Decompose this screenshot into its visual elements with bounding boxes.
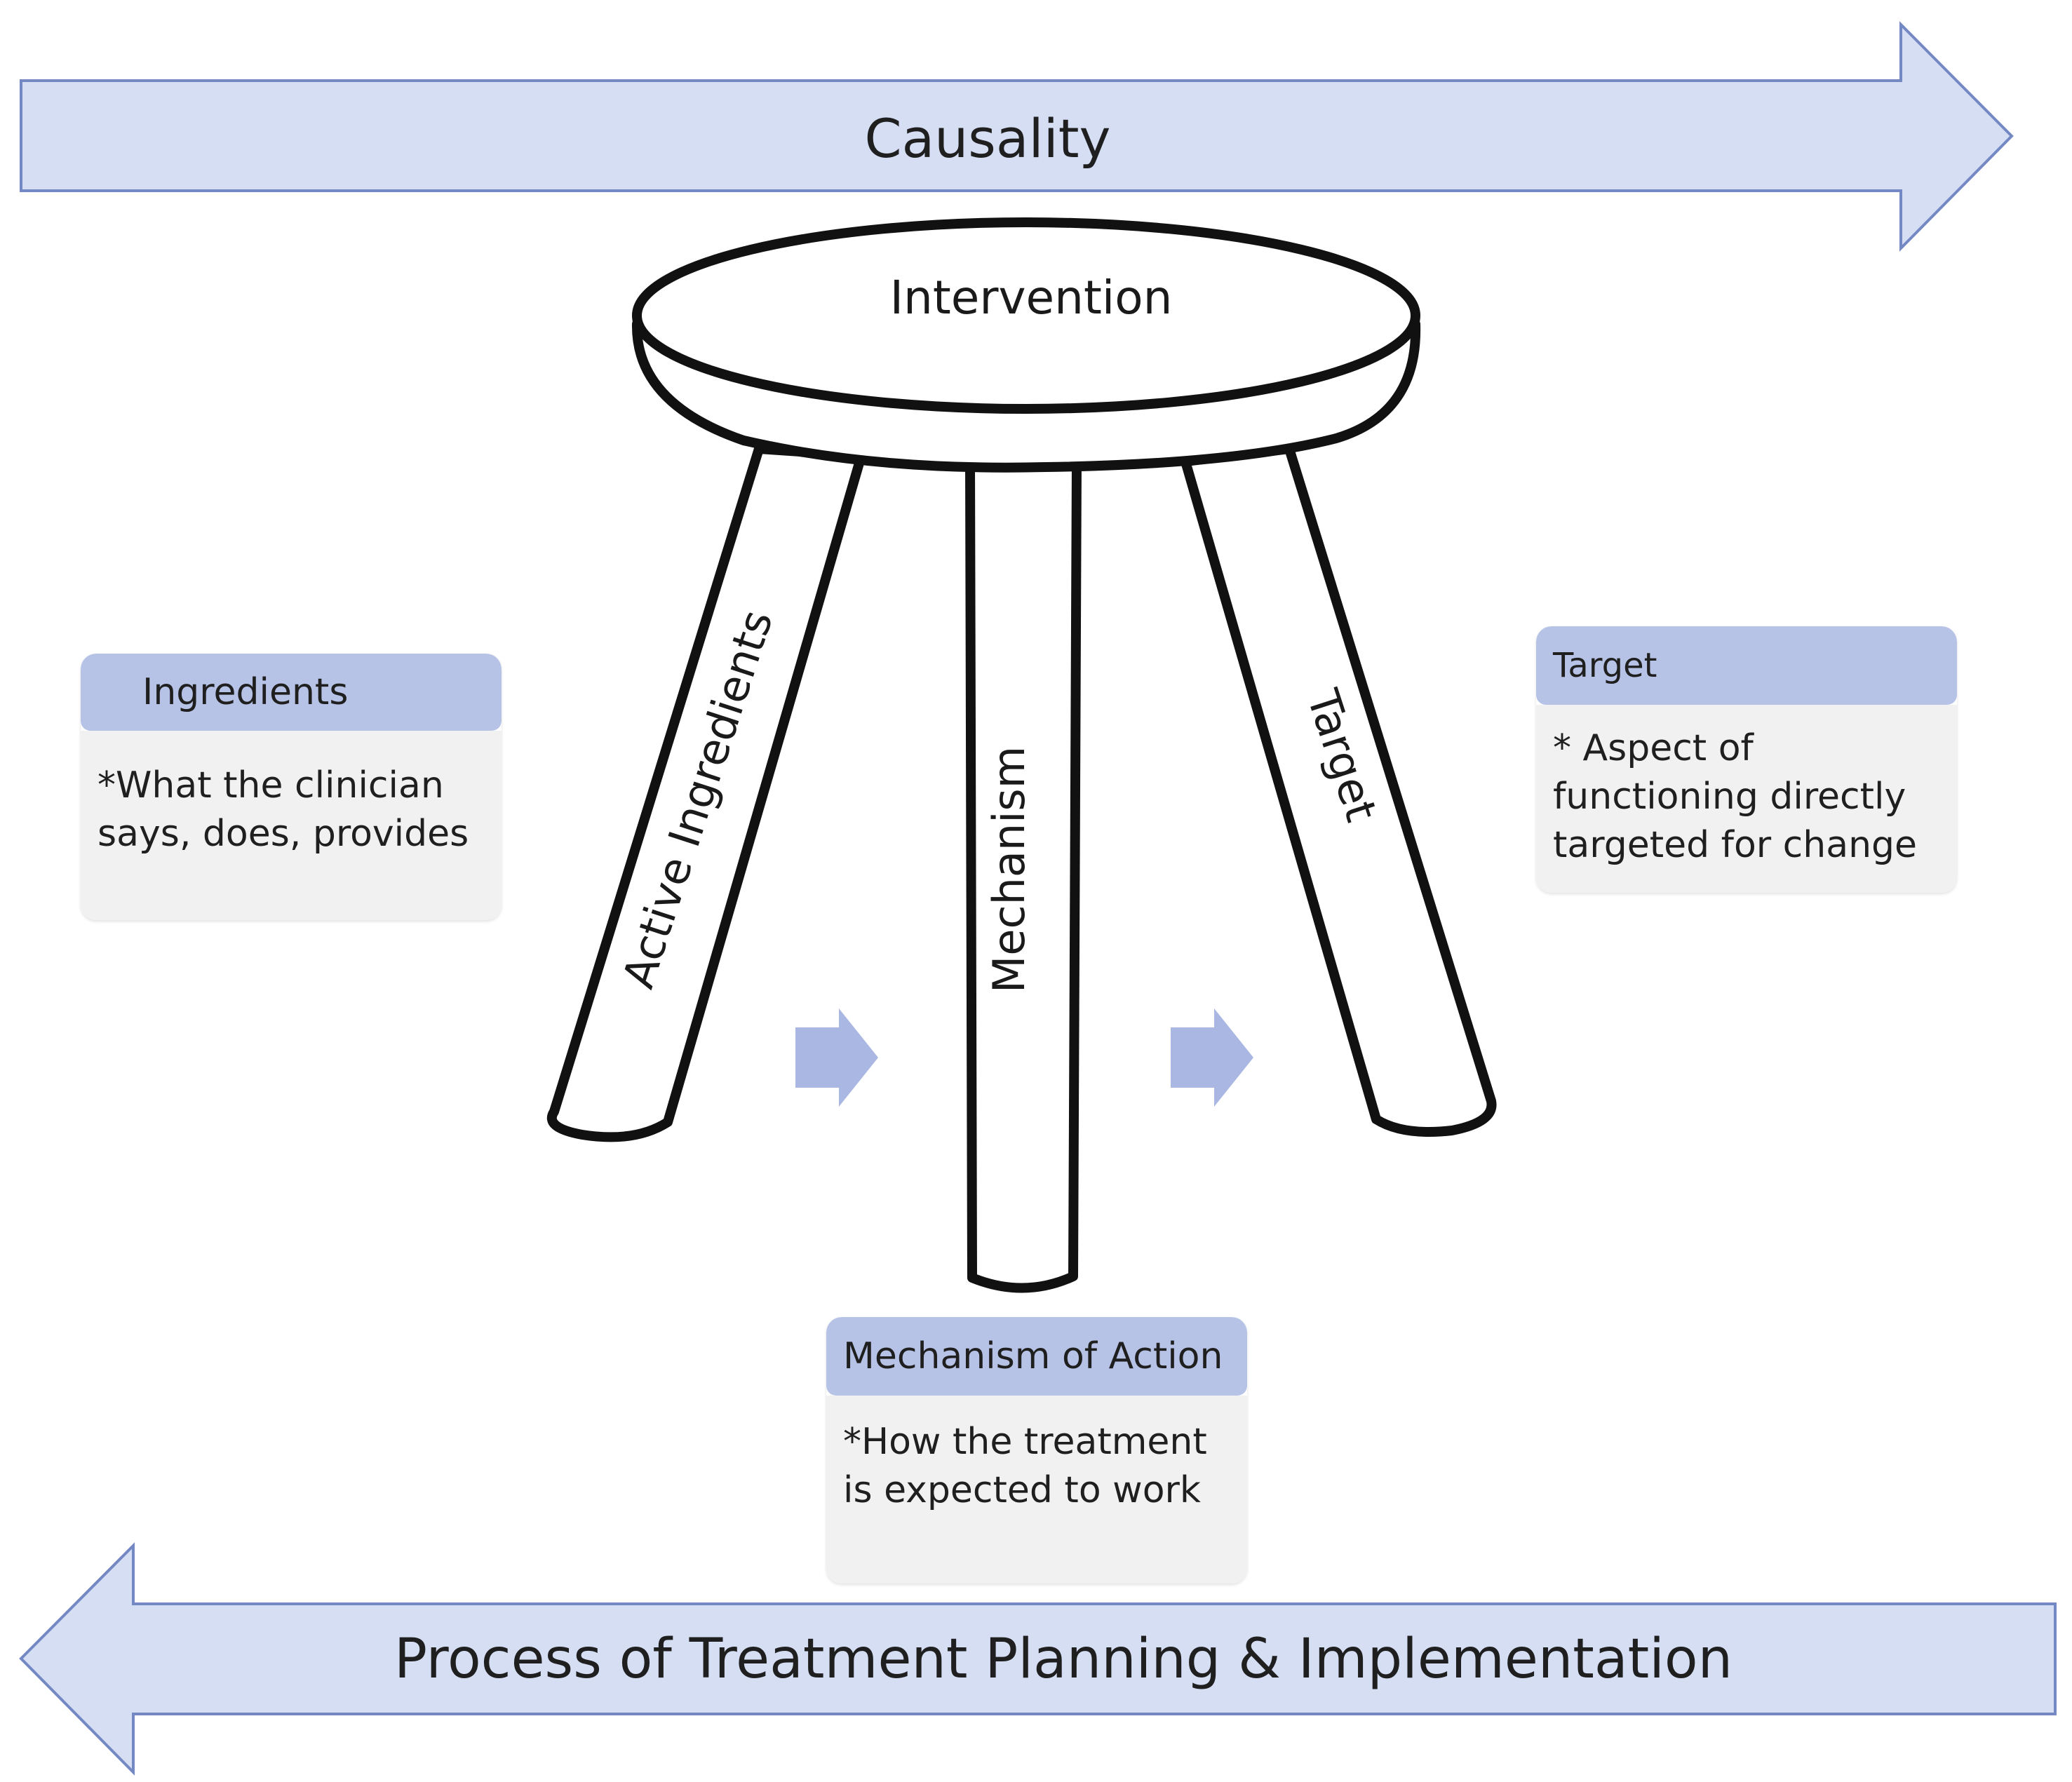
target-card-line: * Aspect of (1553, 727, 1754, 769)
stool-seat-top (632, 217, 1420, 414)
stool-leg-middle (965, 458, 1082, 1293)
process-arrow: Process of Treatment Planning & Implemen… (19, 1542, 2057, 1776)
small-arrow-right (1171, 1008, 1253, 1107)
target-card-body: * Aspect of functioning directly targete… (1536, 705, 1957, 893)
mechanism-of-action-card-title-text: Mechanism of Action (843, 1335, 1223, 1377)
target-card-title-text: Target (1553, 646, 1657, 685)
process-label: Process of Treatment Planning & Implemen… (394, 1628, 1733, 1691)
stool-seat-label: Intervention (890, 271, 1173, 325)
causality-arrow: Causality (20, 21, 2014, 252)
small-arrow-left (795, 1008, 878, 1107)
mechanism-of-action-card-line: is expected to work (843, 1469, 1201, 1512)
causality-arrow-shape (20, 21, 2014, 252)
mechanism-of-action-card-title: Mechanism of Action (826, 1317, 1247, 1396)
ingredients-card-line: *What the clinician (97, 764, 444, 806)
stool-leg-left (546, 444, 866, 1142)
ingredients-card-body: *What the clinician says, does, provides (81, 731, 502, 920)
stool (546, 217, 1497, 1293)
ingredients-card-line: says, does, provides (97, 813, 469, 856)
stool-leg-right (1180, 444, 1497, 1137)
target-card-line: functioning directly (1553, 776, 1906, 818)
ingredients-card-title-text: Ingredients (142, 671, 349, 713)
mechanism-of-action-card-line: *How the treatment (843, 1421, 1207, 1463)
target-card: Target * Aspect of functioning directly … (1536, 626, 1957, 893)
ingredients-card: Ingredients *What the clinician says, do… (81, 654, 502, 920)
target-card-title: Target (1536, 626, 1957, 705)
causality-label: Causality (865, 107, 1111, 170)
stool-leg-middle-label: Mechanism (983, 746, 1035, 993)
ingredients-card-title: Ingredients (81, 654, 502, 731)
target-card-line: targeted for change (1553, 824, 1918, 867)
process-arrow-shape (19, 1542, 2057, 1776)
mechanism-of-action-card: Mechanism of Action *How the treatment i… (826, 1317, 1247, 1584)
mechanism-of-action-card-body: *How the treatment is expected to work (826, 1396, 1247, 1584)
